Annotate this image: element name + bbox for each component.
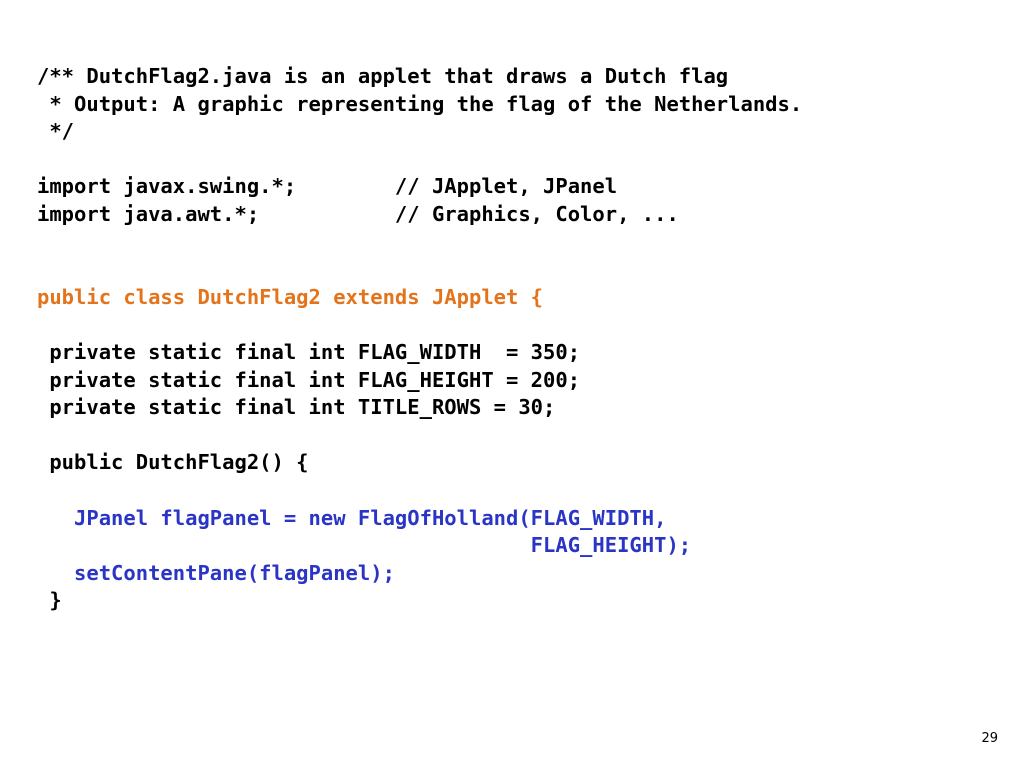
code-line-7: [37, 229, 802, 257]
code-line-12: private static final int FLAG_HEIGHT = 2…: [37, 367, 581, 392]
code-line-14: [37, 422, 802, 450]
code-line-15: public DutchFlag2() {: [37, 450, 309, 475]
code-line-17: JPanel flagPanel = new FlagOfHolland(FLA…: [37, 505, 667, 530]
code-line-8: [37, 256, 802, 284]
code-line-18: FLAG_HEIGHT);: [37, 533, 692, 558]
code-line-11: private static final int FLAG_WIDTH = 35…: [37, 339, 581, 364]
code-line-1: /** DutchFlag2.java is an applet that dr…: [37, 64, 729, 88]
code-line-20: }: [37, 588, 62, 613]
code-line-13: private static final int TITLE_ROWS = 30…: [37, 395, 556, 420]
code-listing: /** DutchFlag2.java is an applet that dr…: [37, 63, 802, 615]
code-line-6: import java.awt.*; // Graphics, Color, .…: [37, 201, 679, 226]
code-line-16: [37, 477, 802, 505]
code-line-3: */: [37, 119, 75, 144]
code-line-10: [37, 311, 802, 339]
code-line-19: setContentPane(flagPanel);: [37, 560, 395, 585]
code-line-9: public class DutchFlag2 extends JApplet …: [37, 284, 544, 309]
code-line-2: * Output: A graphic representing the fla…: [37, 91, 803, 116]
code-line-4: [37, 146, 802, 174]
page-number: 29: [981, 731, 998, 746]
code-line-5: import javax.swing.*; // JApplet, JPanel: [37, 174, 618, 199]
